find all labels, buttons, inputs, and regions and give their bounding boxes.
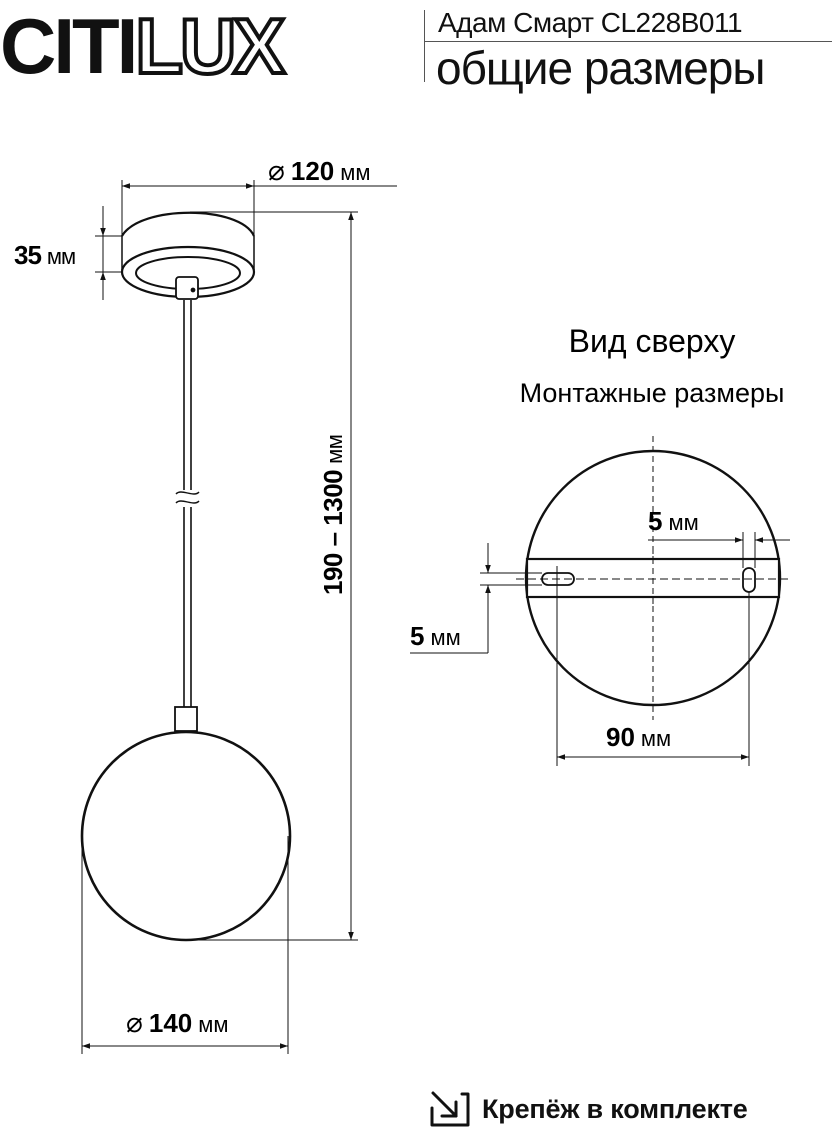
- top-view-title: Вид сверху: [569, 323, 736, 359]
- canopy-diameter-dimension: [121, 180, 397, 236]
- glass-shade: [80, 730, 292, 942]
- cable-holder: [175, 276, 199, 300]
- footer-text: Крепёж в комплекте: [482, 1093, 748, 1124]
- canopy-height-dimension: [95, 206, 122, 300]
- footer-note: Крепёж в комплекте: [428, 1088, 748, 1130]
- mounting-plate-top-view: [516, 436, 788, 720]
- brand-logo-outline: LUX: [133, 2, 287, 90]
- top-view-subtitle: Монтажные размеры: [520, 378, 785, 408]
- slot-width-horizontal-dimension: [648, 532, 790, 568]
- brand-logo-solid: CITI: [0, 2, 138, 90]
- header-divider: [424, 10, 425, 82]
- arrow-into-box-icon: [430, 1091, 470, 1127]
- page-subtitle: общие размеры: [436, 42, 765, 94]
- slot-width-vertical-dimension: [410, 543, 542, 654]
- total-height-dimension: [186, 211, 358, 941]
- shade-diameter-dimension: [81, 836, 289, 1054]
- total-height-label: 190 – 1300мм: [318, 435, 348, 595]
- mounting-slot-left: [541, 572, 575, 586]
- model-title: Адам Смарт CL228B011: [438, 7, 743, 38]
- brand-logo: CITILUX: [0, 4, 287, 88]
- shade-holder: [174, 706, 198, 732]
- cable: [175, 300, 200, 708]
- hole-spacing-dimension: [556, 566, 750, 766]
- header-divider-horizontal: [424, 41, 832, 42]
